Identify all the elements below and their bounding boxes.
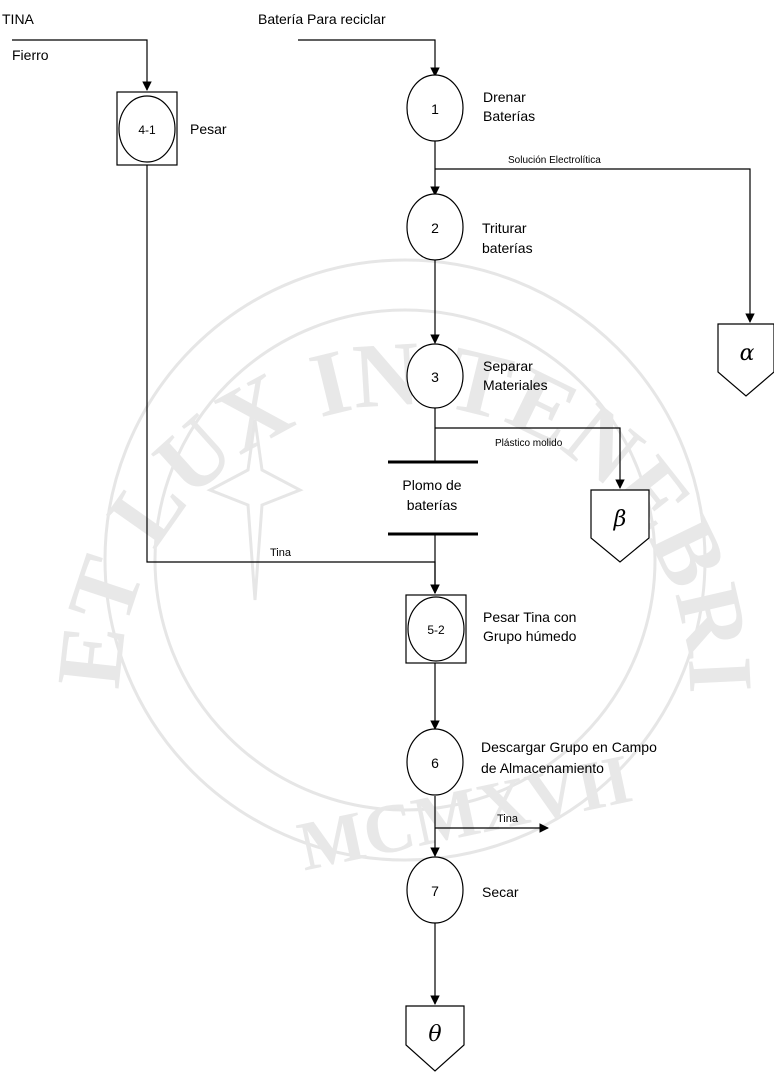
operation-2-label-line2: baterías <box>482 240 533 256</box>
operation-1-number: 1 <box>431 101 439 117</box>
operation-2: 2 Triturar baterías <box>406 193 533 261</box>
operation-3: 3 Separar Materiales <box>406 343 548 409</box>
operation-4-1-label: Pesar <box>190 121 227 137</box>
flow-label-electrolyte: Solución Electrolítica <box>508 155 601 166</box>
flow-label-plastic: Plástico molido <box>495 438 563 449</box>
operation-7-number: 7 <box>431 883 439 899</box>
output-alpha-symbol: α <box>740 341 755 366</box>
operation-6-label-line2: de Almacenamiento <box>481 760 604 776</box>
operation-4-1-number: 4-1 <box>138 123 156 137</box>
flow-label-tina-out: Tina <box>497 813 519 825</box>
output-beta: β <box>590 489 650 563</box>
storage-plomo: Plomo de baterías <box>388 460 478 536</box>
flow-label-tina-in: Tina <box>270 547 292 559</box>
storage-label-line1: Plomo de <box>402 477 461 493</box>
operation-6-number: 6 <box>431 755 439 771</box>
input-label-fierro: Fierro <box>12 47 49 63</box>
operation-3-label-line1: Separar <box>483 358 533 374</box>
input-label-battery: Batería Para reciclar <box>258 11 386 27</box>
operation-1: 1 Drenar Baterías <box>406 74 535 142</box>
operation-3-label-line2: Materiales <box>483 377 548 393</box>
operation-5-2-label-line1: Pesar Tina con <box>483 609 576 625</box>
operation-5-2: 5-2 Pesar Tina con Grupo húmedo <box>405 594 577 664</box>
operation-7-label: Secar <box>482 884 519 900</box>
output-beta-symbol: β <box>613 507 627 532</box>
operation-6-label-line1: Descargar Grupo en Campo <box>481 739 657 755</box>
operation-1-label-line2: Baterías <box>483 108 535 124</box>
storage-label-line2: baterías <box>407 497 458 513</box>
main-branch-lines <box>298 39 755 1005</box>
operation-5-2-label-line2: Grupo húmedo <box>483 628 577 644</box>
operation-7: 7 Secar <box>406 856 519 924</box>
input-label-tina: TINA <box>2 11 35 27</box>
operation-1-label-line1: Drenar <box>483 89 526 105</box>
operation-5-2-number: 5-2 <box>427 623 445 637</box>
operation-4-1: 4-1 Pesar <box>116 91 227 166</box>
watermark-motto: ET LUX IN TENEBRIS LUCET <box>0 0 772 695</box>
operation-2-number: 2 <box>431 220 439 236</box>
output-theta-symbol: θ <box>428 1022 441 1047</box>
operation-3-number: 3 <box>431 369 439 385</box>
operation-2-label-line1: Triturar <box>482 220 527 236</box>
output-theta: θ <box>405 1005 465 1072</box>
operation-6: 6 Descargar Grupo en Campo de Almacenami… <box>406 728 657 796</box>
output-alpha: α <box>717 323 774 397</box>
